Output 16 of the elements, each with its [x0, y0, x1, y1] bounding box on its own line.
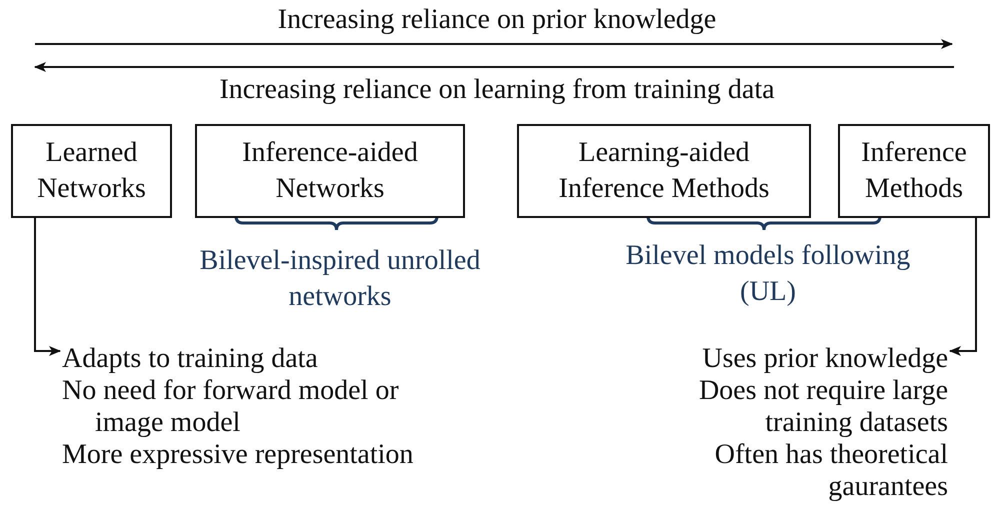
group-label: Bilevel models following (UL)	[624, 239, 912, 310]
category-box: Inference-aided Networks	[195, 124, 465, 218]
category-box: Learning-aided Inference Methods	[517, 124, 811, 218]
bullet-text: Often has theoretical gaurantees	[714, 439, 948, 503]
arrow	[34, 218, 61, 356]
bullet-text: No need for forward model or image model	[62, 375, 400, 439]
bullet-text: Uses prior knowledge	[701, 343, 948, 375]
axis-label: Increasing reliance on learning from training data	[218, 73, 776, 107]
group-label: Bilevel-inspired unrolled networks	[198, 244, 482, 314]
category-box: Inference Methods	[838, 124, 990, 218]
category-box: Learned Networks	[11, 124, 172, 218]
bullet-text: Adapts to training data	[62, 343, 319, 375]
bullet-text: More expressive representation	[62, 439, 414, 471]
bullet-text: Does not require large training datasets	[698, 375, 948, 439]
arrow	[949, 218, 977, 356]
axis-label: Increasing reliance on prior knowledge	[276, 3, 718, 37]
